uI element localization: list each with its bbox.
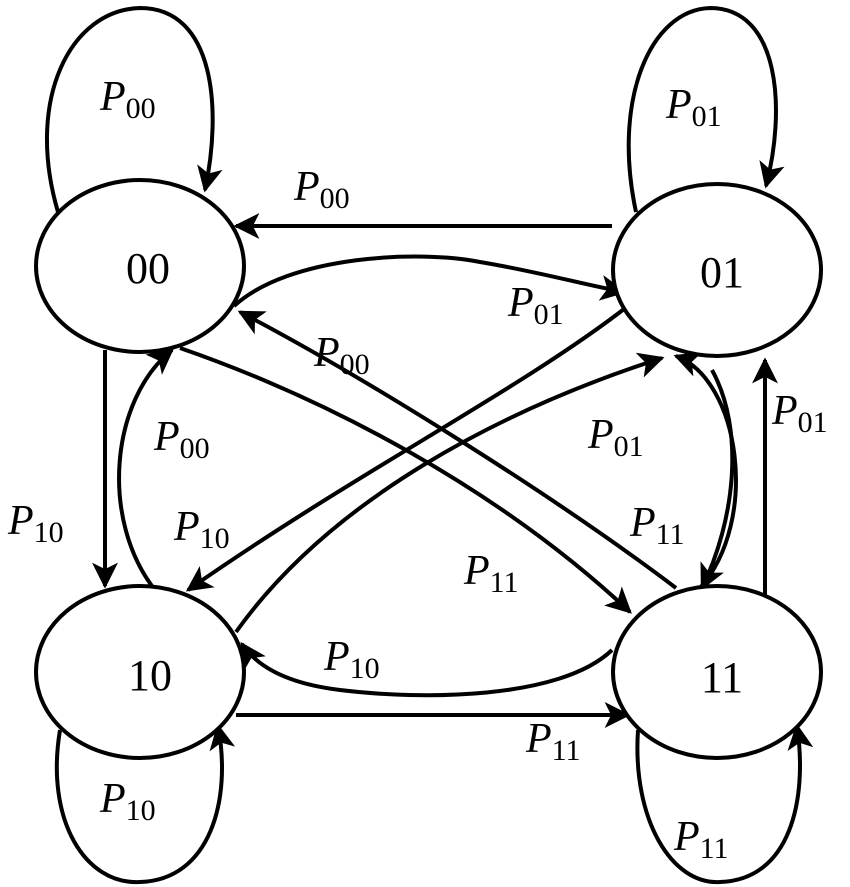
edge-11-01-curve: [673, 352, 738, 590]
edge-01-10: [185, 304, 630, 592]
prob-symbol: P: [99, 74, 126, 120]
state-node-10: [34, 584, 246, 760]
prob-symbol: P: [7, 498, 34, 544]
prob-symbol: P: [587, 412, 614, 458]
prob-symbol: P: [507, 280, 534, 326]
prob-subscript: 11: [656, 518, 685, 551]
edge-label: P10: [323, 634, 380, 685]
edge-11-self: [635, 723, 814, 885]
prob-subscript: 11: [490, 566, 519, 599]
edge-00-01: [232, 254, 627, 308]
edge-label: P01: [587, 412, 644, 463]
edge-10-01: [234, 352, 665, 634]
prob-symbol: P: [173, 504, 200, 550]
edge-00-self: [44, 5, 223, 213]
edge-label: P00: [313, 330, 370, 381]
prob-symbol: P: [313, 330, 340, 376]
state-node-00: [34, 178, 246, 354]
prob-symbol: P: [293, 164, 320, 210]
prob-subscript: 01: [798, 406, 828, 439]
prob-subscript: 10: [34, 516, 64, 549]
prob-symbol: P: [673, 814, 700, 860]
prob-subscript: 00: [340, 348, 370, 381]
prob-symbol: P: [463, 548, 490, 594]
edge-label: P00: [293, 164, 350, 215]
prob-subscript: 11: [552, 734, 581, 767]
prob-subscript: 00: [320, 182, 350, 215]
edge-label: P01: [665, 82, 722, 133]
edge-10-self: [54, 723, 236, 885]
prob-subscript: 01: [534, 298, 564, 331]
prob-symbol: P: [629, 500, 656, 546]
prob-subscript: 10: [200, 522, 230, 555]
prob-subscript: 01: [614, 430, 644, 463]
state-label-10: 10: [128, 651, 172, 700]
edge-01-11: [700, 369, 735, 591]
prob-subscript: 10: [350, 652, 380, 685]
prob-symbol: P: [323, 634, 350, 680]
prob-subscript: 10: [126, 794, 156, 827]
edge-label: P11: [463, 548, 519, 599]
edge-labels: P00 P01 P10 P11 P00 P01 P00 P00 P10 P10 …: [7, 74, 828, 865]
prob-symbol: P: [771, 388, 798, 434]
edge-label: P11: [629, 500, 685, 551]
prob-symbol: P: [153, 414, 180, 460]
prob-subscript: 00: [126, 92, 156, 125]
prob-symbol: P: [665, 82, 692, 128]
edge-label: P01: [507, 280, 564, 331]
state-node-01: [611, 182, 823, 358]
edge-10-00: [117, 348, 175, 592]
state-label-11: 11: [701, 653, 743, 702]
edge-label: P10: [99, 776, 156, 827]
prob-symbol: P: [99, 776, 126, 822]
edge-label: P01: [771, 388, 828, 439]
prob-subscript: 00: [180, 432, 210, 465]
edge-label: P00: [153, 414, 210, 465]
edge-00-11: [179, 346, 632, 614]
state-label-00: 00: [126, 244, 170, 293]
edge-label: P11: [673, 814, 729, 865]
edge-label: P10: [173, 504, 230, 555]
edge-11-10: [240, 641, 614, 698]
state-node-11: [611, 584, 823, 760]
state-label-01: 01: [700, 248, 744, 297]
prob-subscript: 01: [692, 100, 722, 133]
edge-label: P10: [7, 498, 64, 549]
edge-01-self: [626, 5, 785, 213]
nodes: 00 01 10 11: [34, 178, 823, 760]
edges: [44, 5, 814, 885]
edge-label: P00: [99, 74, 156, 125]
prob-subscript: 11: [700, 832, 729, 865]
edge-label: P11: [525, 716, 581, 767]
prob-symbol: P: [525, 716, 552, 762]
